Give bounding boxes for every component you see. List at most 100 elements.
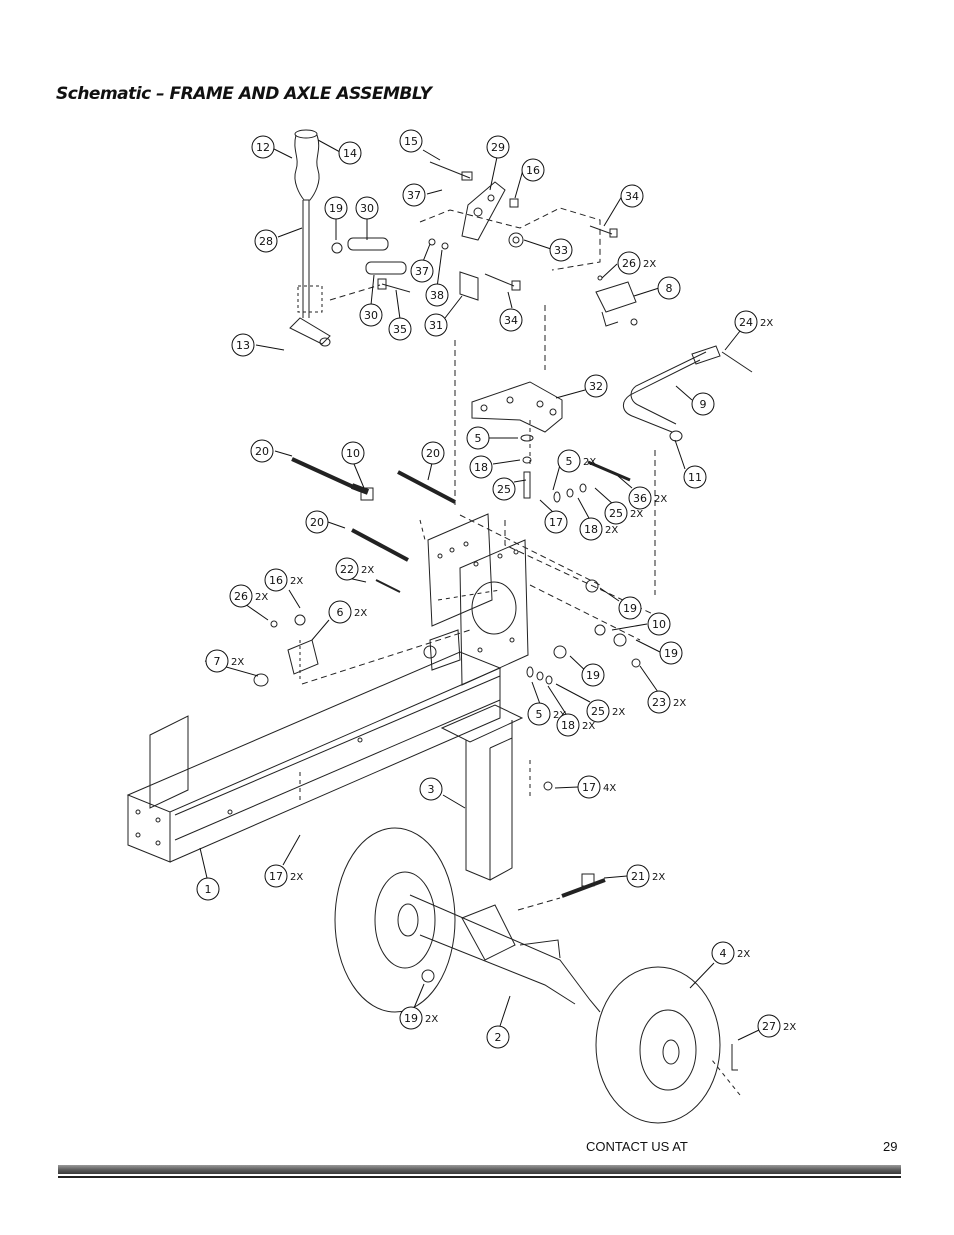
callout-quantity: 2X [643,259,656,270]
callout-bubble [328,600,352,624]
callout-bubble [229,584,253,608]
callout-number: 30 [364,309,378,322]
callout-quantity: 2X [654,494,667,505]
callout-32: 32 [584,374,608,398]
callout-31: 31 [424,313,448,337]
callout-bubble [647,612,671,636]
callout-number: 33 [554,244,568,257]
callout-30a: 30 [355,196,379,220]
callout-number: 27 [762,1020,776,1033]
callout-number: 3 [428,783,435,796]
callout-bubble [556,713,580,737]
callout-number: 17 [582,781,596,794]
callout-bubble [577,775,601,799]
callout-bubble [264,568,288,592]
callout-19a: 19 [324,196,348,220]
callout-quantity: 2X [630,509,643,520]
callout-bubble [424,313,448,337]
callout-number: 19 [404,1012,418,1025]
callout-20c: 20 [305,510,329,534]
callout-number: 9 [700,398,707,411]
page-number: 29 [883,1139,898,1154]
callout-bubble [604,501,628,525]
callout-13: 13 [231,333,255,357]
callout-number: 1 [205,883,212,896]
callout-number: 25 [497,483,511,496]
callout-quantity: 2X [425,1014,438,1025]
callout-number: 18 [584,523,598,536]
callout-37b: 37 [410,259,434,283]
callout-bubble [324,196,348,220]
callout-8: 8 [657,276,681,300]
callout-bubble [231,333,255,357]
callout-33: 33 [549,238,573,262]
callout-10a: 10 [341,441,365,465]
footer-rule-thin [58,1176,901,1178]
callout-number: 15 [404,135,418,148]
callout-number: 25 [609,507,623,520]
callout-14: 14 [338,141,362,165]
callout-number: 37 [415,265,429,278]
callout-bubble [388,317,412,341]
callout-bubble [410,259,434,283]
callout-number: 36 [633,492,647,505]
callout-number: 14 [343,147,357,160]
callout-bubble [711,941,735,965]
callout-19e: 19 2X [399,1006,438,1030]
callout-bubble [359,303,383,327]
callout-quantity: 2X [290,872,303,883]
callout-bubble [254,229,278,253]
callout-30b: 30 [359,303,383,327]
lever-handle-art [289,129,331,347]
callout-number: 18 [561,719,575,732]
callout-19c: 19 [659,641,683,665]
callout-bubble [544,510,568,534]
callout-bubble [618,596,642,620]
callout-25b: 25 2X [604,501,643,525]
callout-bubble [250,439,274,463]
callout-bubble [557,449,581,473]
callout-quantity: 2X [612,707,625,718]
callout-number: 5 [566,455,573,468]
callout-number: 34 [625,190,639,203]
callout-34b: 34 [499,308,523,332]
linkage-art [329,161,618,301]
callout-number: 16 [526,164,540,177]
callout-number: 11 [688,471,702,484]
callout-number: 8 [666,282,673,295]
callout-quantity: 2X [582,721,595,732]
callout-5a: 5 [466,426,490,450]
part-drawings [126,129,753,1124]
callout-37a: 37 [402,183,426,207]
callout-number: 20 [310,516,324,529]
callout-number: 5 [536,708,543,721]
callout-bubble [499,308,523,332]
callout-bubble [527,702,551,726]
callout-number: 38 [430,289,444,302]
callout-bubble [196,877,220,901]
callout-25a: 25 [492,477,516,501]
main-beam-art [126,651,502,863]
callout-28: 28 [254,229,278,253]
callout-number: 19 [623,602,637,615]
callout-bubble [402,183,426,207]
callout-19b: 19 [618,596,642,620]
callout-number: 2 [495,1031,502,1044]
callout-number: 19 [586,669,600,682]
callout-38: 38 [425,283,449,307]
callout-number: 35 [393,323,407,336]
control-rod-art [623,345,753,442]
callout-quantity: 2X [231,657,244,668]
callout-number: 29 [491,141,505,154]
callout-bubble [617,251,641,275]
callout-number: 31 [429,319,443,332]
callout-quantity: 2X [783,1022,796,1033]
